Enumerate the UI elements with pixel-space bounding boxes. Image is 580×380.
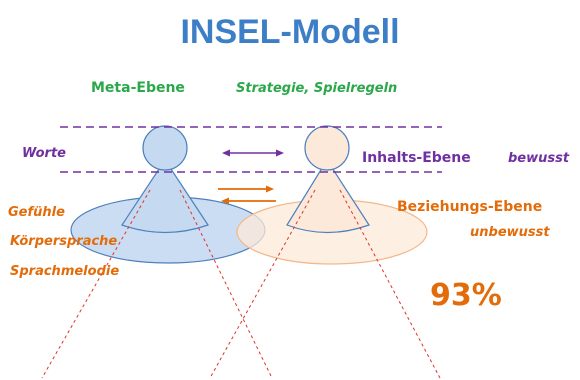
koerpersprache-label: Körpersprache [10, 234, 117, 249]
meta-ebene-label: Meta-Ebene [91, 80, 185, 96]
right-figure [286, 125, 370, 234]
content-level-arrow [222, 149, 284, 157]
diagram-title: INSEL-Modell [180, 13, 399, 51]
strategie-label: Strategie, Spielregeln [236, 81, 397, 96]
right-figure-body [286, 158, 370, 234]
sight-lines [41, 189, 441, 379]
right-figure-head [304, 125, 350, 171]
left-figure [121, 125, 209, 234]
percent-label: 93% [430, 278, 502, 313]
bewusst-label: bewusst [508, 151, 570, 166]
left-figure-body [121, 158, 209, 234]
beziehungs-ebene-label: Beziehungs-Ebene [397, 199, 542, 215]
gefuehle-label: Gefühle [8, 205, 65, 220]
left-figure-head [142, 125, 188, 171]
inhalts-ebene-label: Inhalts-Ebene [362, 150, 471, 166]
sprachmelodie-label: Sprachmelodie [10, 264, 119, 279]
worte-label: Worte [22, 146, 66, 161]
relationship-level-arrows [218, 185, 276, 205]
unbewusst-label: unbewusst [470, 225, 550, 240]
